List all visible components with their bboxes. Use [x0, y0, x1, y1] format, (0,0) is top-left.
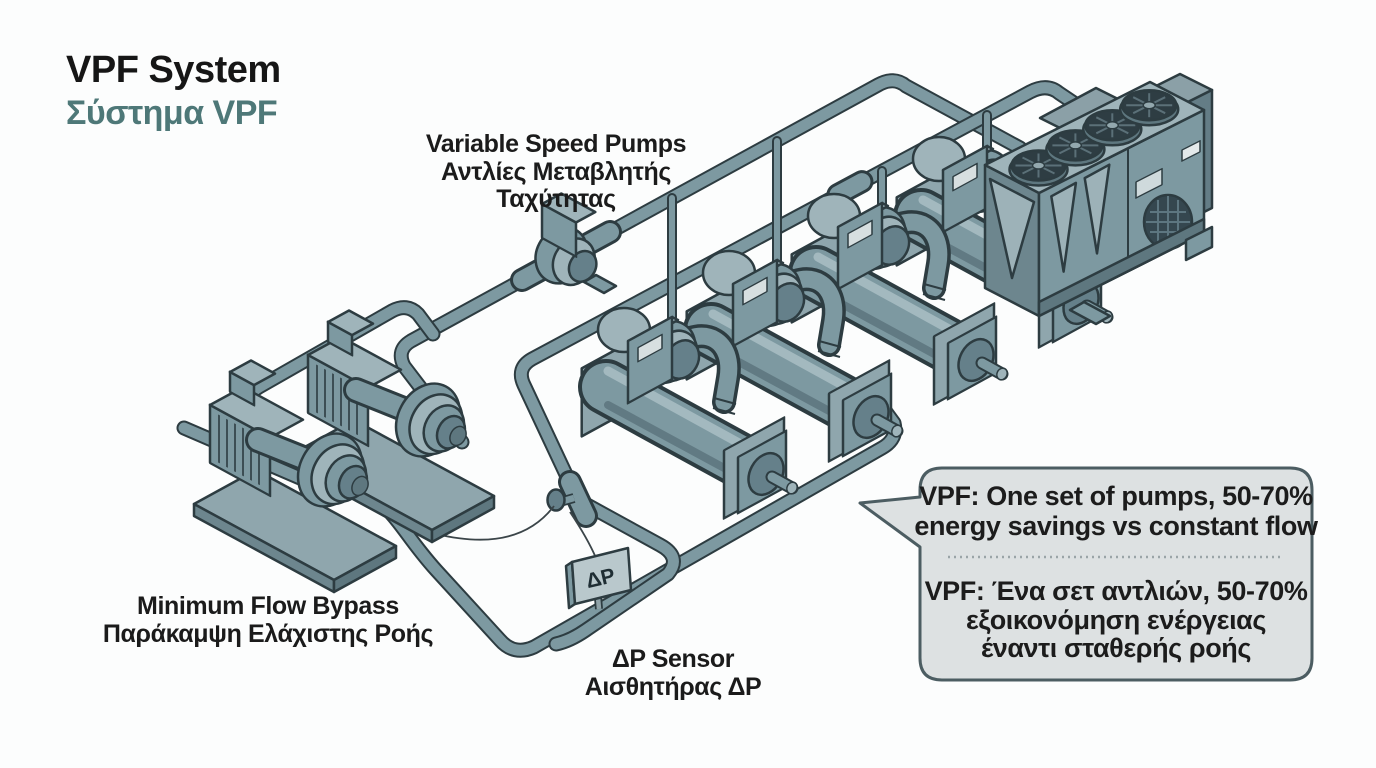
sensor-valve [546, 488, 576, 512]
air-cooled-chiller [983, 72, 1214, 326]
sensor-wires [435, 505, 597, 559]
svg-text:Ταχύτητας: Ταχύτητας [496, 185, 616, 213]
chiller-fan-4 [1118, 88, 1180, 127]
coil-v-end [988, 177, 1036, 280]
page-subtitle: Σύστημα VPF [66, 94, 277, 132]
svg-text:Minimum Flow Bypass: Minimum Flow Bypass [137, 592, 399, 620]
callout-el-line1: VPF: Ένα σετ αντλιών, 50-70% [925, 576, 1308, 606]
label-variable-speed-pumps: Variable Speed Pumps Αντλίες Μεταβλητής … [426, 130, 687, 213]
svg-text:Παράκαμψη Ελάχιστης Ροής: Παράκαμψη Ελάχιστης Ροής [103, 620, 434, 648]
supply-header-pipe [393, 73, 1028, 450]
svg-text:Variable Speed Pumps: Variable Speed Pumps [426, 130, 686, 158]
callout-en-line2: energy savings vs constant flow [914, 511, 1319, 541]
callout-en-line1: VPF: One set of pumps, 50-70% [919, 481, 1313, 511]
label-minimum-flow-bypass: Minimum Flow Bypass Παράκαμψη Ελάχιστης … [103, 592, 434, 648]
sensor-tee-pipe [548, 470, 681, 652]
dp-sensor-placard: ΔP [564, 546, 633, 610]
callout-el-line2: εξοικονόμηση ενέργειας [966, 605, 1266, 635]
svg-text:Αντλίες Μεταβλητής: Αντλίες Μεταβλητής [441, 158, 671, 186]
page-title: VPF System [66, 49, 281, 91]
svg-text:ΔP Sensor: ΔP Sensor [612, 645, 735, 673]
inline-variable-speed-pump [510, 192, 622, 295]
callout-el-line3: έναντι σταθερής ροής [981, 633, 1251, 663]
callout-bubble: VPF: One set of pumps, 50-70% energy sav… [858, 466, 1319, 682]
svg-text:Αισθητήρας ΔP: Αισθητήρας ΔP [585, 673, 762, 701]
label-dp-sensor: ΔP Sensor Αισθητήρας ΔP [585, 645, 762, 701]
